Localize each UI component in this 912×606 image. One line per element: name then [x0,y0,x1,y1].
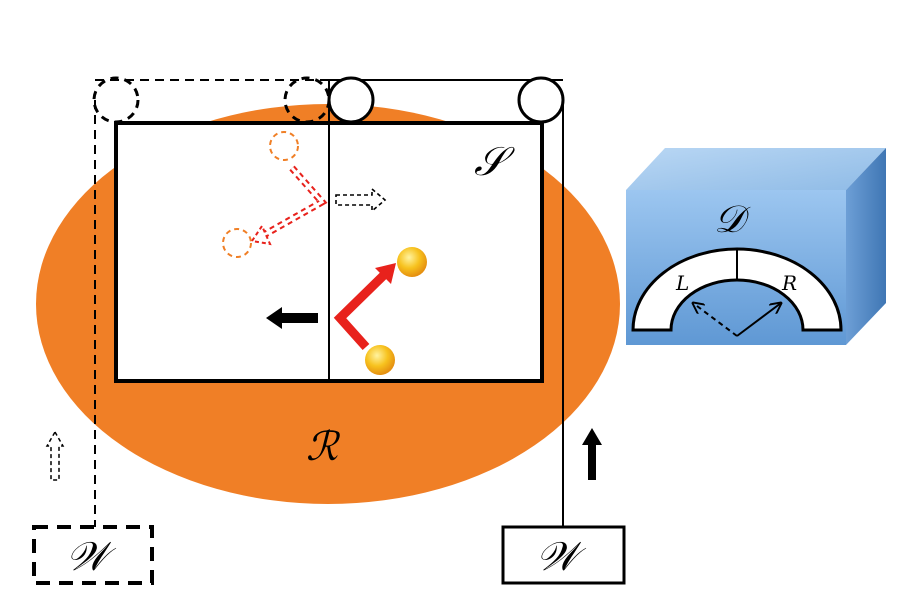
demon-arrow-dashed [693,303,738,337]
particle-path [333,247,427,375]
arrow-up-icon [582,428,602,480]
faded-particle-path [222,131,328,258]
demon-box-top [626,148,886,190]
weight-right-box [501,525,626,585]
pulley-right [517,76,565,124]
demon-left-label: L [675,271,689,295]
particle-path-arrowhead [375,263,396,284]
arrow-left-icon [266,307,318,329]
hollow-arrow-right-icon [335,187,387,213]
demon-right-label: R [781,271,797,295]
particle-bottom [365,345,395,375]
faded-particle-top [269,131,299,161]
demon-arrow-solid [736,303,781,337]
hollow-arrow-up-icon [45,430,65,481]
faded-path-arrowhead [250,223,272,246]
weight-left-box [32,525,154,585]
reservoir-label: ℛ [306,424,341,470]
particle-top [397,247,427,277]
particle-path-arrow [333,270,389,351]
faded-particle-bottom [222,228,252,258]
demon-box: L R 𝒟 [626,148,886,345]
pulley-left [327,76,375,124]
dashed-pulley-left [92,76,140,124]
demon-half-ring [631,247,843,332]
demon-box-side [846,148,886,345]
dashed-string [94,79,329,527]
